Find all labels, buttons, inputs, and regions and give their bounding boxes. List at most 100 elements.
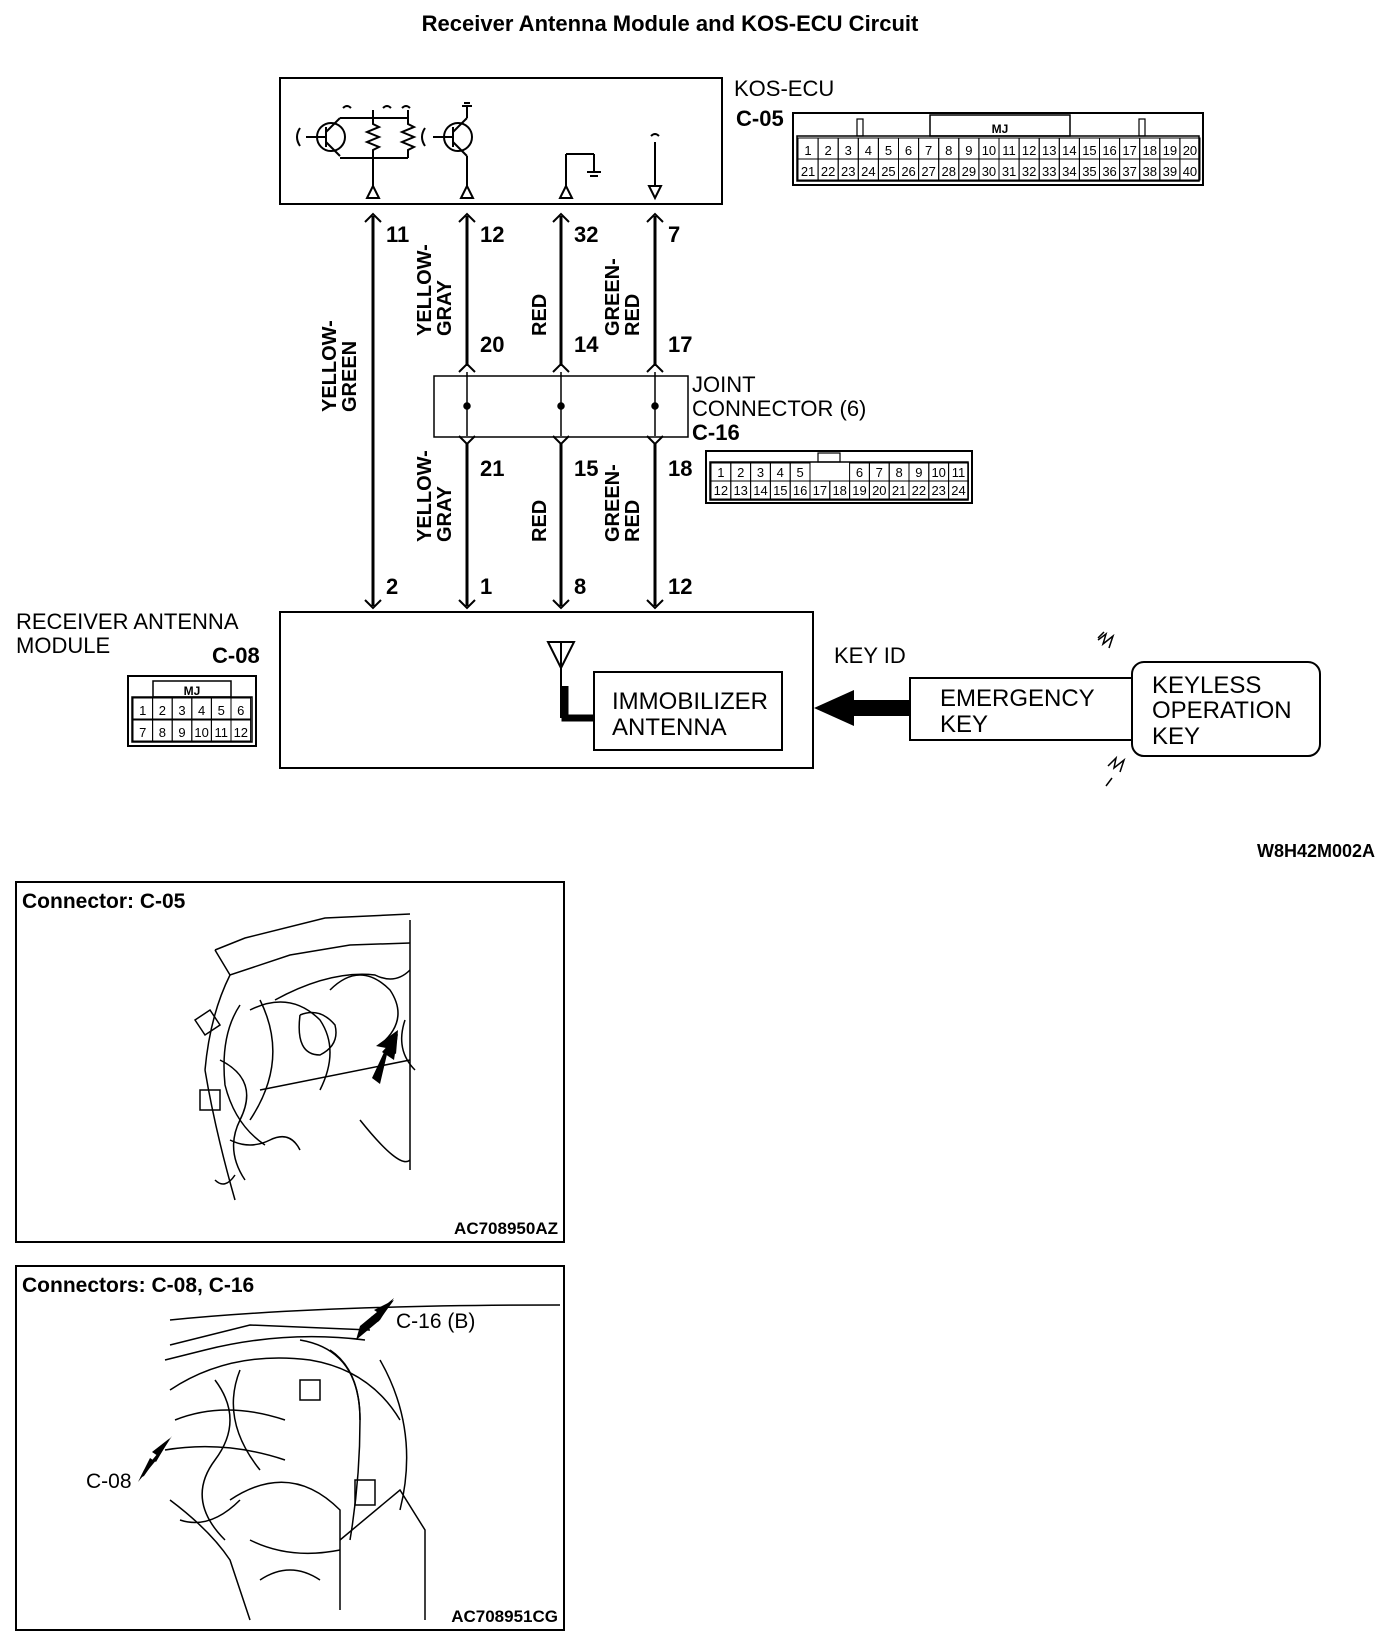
ecu-pin-12: 12 [480,222,504,247]
c16-pin-9: 9 [915,465,922,480]
wire-label-green-red-lower-2: RED [622,500,644,542]
wire-label-yellow-gray-lower-2: GRAY [434,485,456,542]
ecu-pin-7: 7 [668,222,680,247]
c05-pin-7: 7 [925,143,932,158]
photo-panel-c05 [15,881,565,1243]
keyless-key-label-2: OPERATION [1152,697,1292,724]
c05-pin-35: 35 [1082,164,1096,179]
joint-pin-20: 20 [480,332,504,357]
c16-pin-4: 4 [777,465,784,480]
c05-pin-24: 24 [861,164,875,179]
c05-pin-14: 14 [1062,143,1076,158]
wireless-signal-icon [1097,631,1126,787]
photo-panel-c08-c16 [15,1265,565,1631]
c05-pin-34: 34 [1062,164,1076,179]
joint-pin-21: 21 [480,456,504,481]
c16-pin-12: 12 [714,483,728,498]
wire-label-yellow-green-2: GREEN [339,341,361,412]
c05-pin-3: 3 [845,143,852,158]
wire-label-green-red-lower-1: GREEN- [602,464,624,542]
c08-pin-6: 6 [237,703,244,718]
ecu-pin-triangles [365,183,663,201]
c16-pin-10: 10 [931,465,945,480]
c05-pin-18: 18 [1143,143,1157,158]
diagram-title: Receiver Antenna Module and KOS-ECU Circ… [422,11,919,36]
c05-pin-6: 6 [905,143,912,158]
c08-pin-11: 11 [214,725,228,740]
receiver-module-box [279,611,814,769]
keyless-key-box [1131,661,1321,757]
c05-pin-15: 15 [1082,143,1096,158]
key-id-arrow [814,690,910,726]
connector-chevrons [364,212,664,610]
c05-pin-32: 32 [1022,164,1036,179]
kos-ecu-box [279,77,723,205]
c08-pin-12: 12 [234,725,248,740]
module-pin-12: 12 [668,574,692,599]
c05-pin-22: 22 [821,164,835,179]
c16-pin-19: 19 [852,483,866,498]
photo-label-c16b: C-16 (B) [396,1310,475,1333]
c05-pin-36: 36 [1102,164,1116,179]
c05-pin-40: 40 [1183,164,1197,179]
c05-pin-8: 8 [945,143,952,158]
c05-pin-10: 10 [982,143,996,158]
photo-panel-c05-title: Connector: C-05 [22,890,186,913]
c05-pin-26: 26 [901,164,915,179]
c05-pin-21: 21 [801,164,815,179]
c16-pin-8: 8 [895,465,902,480]
c16-pin-1: 1 [717,465,724,480]
joint-pin-17: 17 [668,332,692,357]
immobilizer-antenna-label-2: ANTENNA [612,714,727,741]
c16-pin-20: 20 [872,483,886,498]
c05-pin-9: 9 [965,143,972,158]
c08-pin-9: 9 [178,725,185,740]
module-pin-8: 8 [574,574,586,599]
arrow-icon-c16 [356,1298,394,1340]
c05-pin-31: 31 [1002,164,1016,179]
immobilizer-antenna-label-1: IMMOBILIZER [612,688,768,715]
c05-pin-29: 29 [962,164,976,179]
photo-label-c08: C-08 [86,1470,132,1493]
c16-pin-11: 11 [952,465,966,480]
immobilizer-antenna-box [593,671,783,751]
wire-color-labels: YELLOW- GREEN YELLOW- GRAY RED GREEN- RE… [319,244,644,542]
c16-pin-18: 18 [832,483,846,498]
connector-c08-key: MJ [184,684,201,698]
c05-pin-25: 25 [881,164,895,179]
c05-pin-40-cell [1179,158,1201,181]
c08-pin-8: 8 [159,725,166,740]
c08-pin-1: 1 [139,703,146,718]
wire-label-green-red-upper-1: GREEN- [602,258,624,336]
c05-pin-17: 17 [1122,143,1136,158]
c05-pin-1: 1 [804,143,811,158]
c16-pin-2: 2 [737,465,744,480]
c08-pin-4: 4 [198,703,205,718]
c05-pin-11: 11 [1002,143,1016,158]
emergency-key-label-1: EMERGENCY [940,685,1095,712]
c05-pin-33: 33 [1042,164,1056,179]
c08-pin-6-cell [230,697,252,720]
c08-pin-5: 5 [218,703,225,718]
c05-pin-37: 37 [1122,164,1136,179]
receiver-module-label-1: RECEIVER ANTENNA [16,609,239,634]
keyless-key-label-1: KEYLESS [1152,672,1261,699]
c05-pin-39: 39 [1163,164,1177,179]
c08-pin-2: 2 [159,703,166,718]
c05-pin-27: 27 [921,164,935,179]
joint-pin-18: 18 [668,456,692,481]
kos-ecu-connector-id: C-05 [736,106,784,131]
c05-pin-5: 5 [885,143,892,158]
c16-pin-16: 16 [793,483,807,498]
arrow-icon-c05 [372,1030,398,1084]
c05-pin-16: 16 [1102,143,1116,158]
photo-panel-c08-c16-title: Connectors: C-08, C-16 [22,1274,254,1297]
antenna-icon [546,641,594,722]
wire-label-yellow-green-1: YELLOW- [319,320,341,412]
pin-numbers: 11 12 32 7 20 14 17 21 15 18 2 1 8 12 [386,222,692,599]
wire-label-red-upper: RED [529,294,551,336]
c16-pin-24-cell [948,480,969,500]
c05-pin-30: 30 [982,164,996,179]
connector-c05-key: MJ [992,122,1009,136]
